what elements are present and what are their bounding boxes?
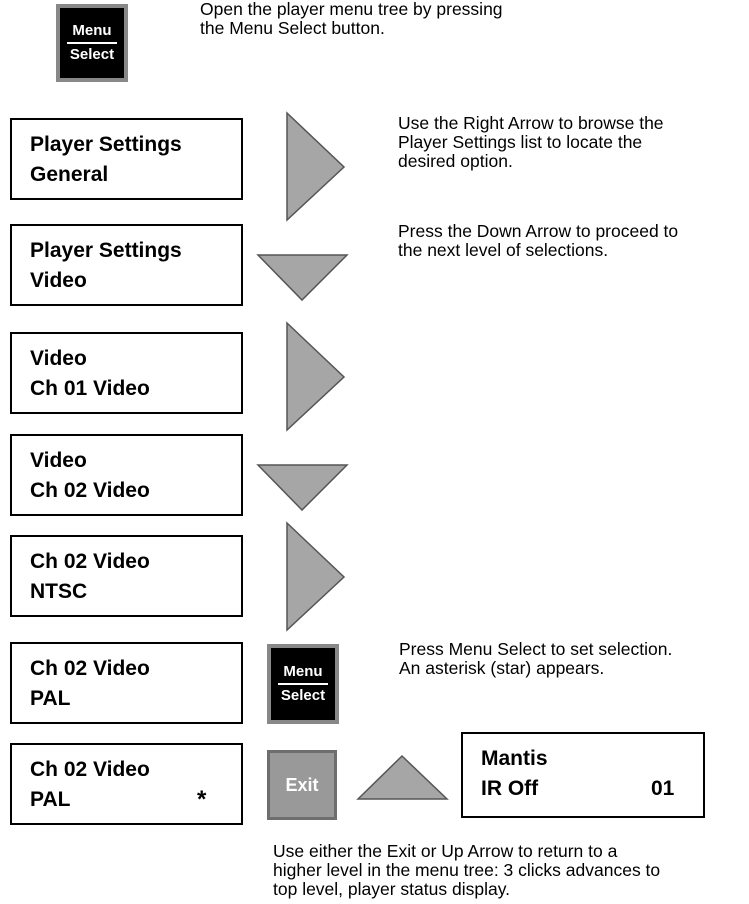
note-right-arrow-line-2: Player Settings list to locate the (398, 132, 643, 152)
intro-line-2: the Menu Select button. (200, 18, 385, 38)
up-arrow-icon[interactable] (356, 754, 449, 801)
note-down-arrow-line-1: Press the Down Arrow to proceed to (398, 221, 679, 241)
display-ch02-pal-selected: Ch 02 Video PAL * (10, 743, 243, 825)
menu-select-button[interactable]: Menu Select (267, 644, 339, 724)
display-line2: PAL (30, 687, 71, 710)
right-arrow-icon[interactable] (286, 111, 346, 222)
note-exit-line-2: higher level in the menu tree: 3 clicks … (273, 860, 661, 880)
display-ch02-pal: Ch 02 Video PAL (10, 642, 243, 724)
note-right-arrow: Use the Right Arrow to browse the Player… (398, 114, 664, 171)
note-right-arrow-line-3: desired option. (398, 151, 513, 171)
display-line2: Ch 02 Video (30, 479, 150, 502)
display-line2: Video (30, 269, 87, 292)
note-down-arrow: Press the Down Arrow to proceed to the n… (398, 222, 678, 260)
menu-select-divider (278, 683, 328, 685)
display-video-ch02: Video Ch 02 Video (10, 434, 243, 516)
display-ch02-ntsc: Ch 02 Video NTSC (10, 535, 243, 617)
display-line2: General (30, 163, 109, 186)
menu-select-line1: Menu (72, 22, 112, 39)
display-line1: Video (30, 347, 87, 370)
note-exit-line-3: top level, player status display. (273, 879, 511, 899)
display-line1: Ch 02 Video (30, 657, 150, 680)
player-status-display: Mantis IR Off 01 (461, 732, 705, 818)
display-line1: Player Settings (30, 133, 182, 156)
menu-select-line2: Select (280, 687, 326, 704)
menu-select-line1: Menu (283, 663, 323, 680)
status-line1: Mantis (481, 747, 548, 770)
right-arrow-icon[interactable] (286, 321, 346, 432)
menu-select-line2: Select (69, 46, 115, 63)
note-exit-line-1: Use either the Exit or Up Arrow to retur… (273, 841, 618, 861)
display-player-settings-general: Player Settings General (10, 118, 243, 200)
note-right-arrow-line-1: Use the Right Arrow to browse the (398, 113, 664, 133)
menu-select-divider (67, 42, 117, 44)
display-line1: Ch 02 Video (30, 758, 150, 781)
display-line2: Ch 01 Video (30, 377, 150, 400)
exit-button[interactable]: Exit (267, 750, 337, 820)
note-menu-select-line-2: An asterisk (star) appears. (399, 658, 605, 678)
down-arrow-icon[interactable] (256, 254, 349, 302)
right-arrow-icon[interactable] (286, 521, 346, 632)
display-line1: Video (30, 449, 87, 472)
note-menu-select-line-1: Press Menu Select to set selection. (399, 639, 673, 659)
intro-text: Open the player menu tree by pressing th… (200, 0, 503, 38)
exit-button-label: Exit (285, 774, 319, 795)
status-line2: IR Off (481, 777, 539, 800)
display-line2: NTSC (30, 580, 88, 603)
menu-select-button-intro[interactable]: Menu Select (56, 4, 128, 82)
display-line1: Ch 02 Video (30, 550, 150, 573)
note-menu-select: Press Menu Select to set selection. An a… (399, 640, 672, 678)
status-value: 01 (651, 777, 675, 800)
display-line2: PAL (30, 788, 71, 811)
selection-asterisk: * (197, 786, 207, 813)
menu-select-button-face: Menu Select (60, 8, 124, 78)
display-video-ch01: Video Ch 01 Video (10, 332, 243, 414)
down-arrow-icon[interactable] (256, 464, 349, 512)
display-player-settings-video: Player Settings Video (10, 224, 243, 306)
intro-line-1: Open the player menu tree by pressing (200, 0, 503, 19)
menu-select-button-face: Menu Select (271, 648, 335, 720)
note-down-arrow-line-2: the next level of selections. (398, 240, 609, 260)
note-exit: Use either the Exit or Up Arrow to retur… (273, 842, 660, 899)
display-line1: Player Settings (30, 239, 182, 262)
